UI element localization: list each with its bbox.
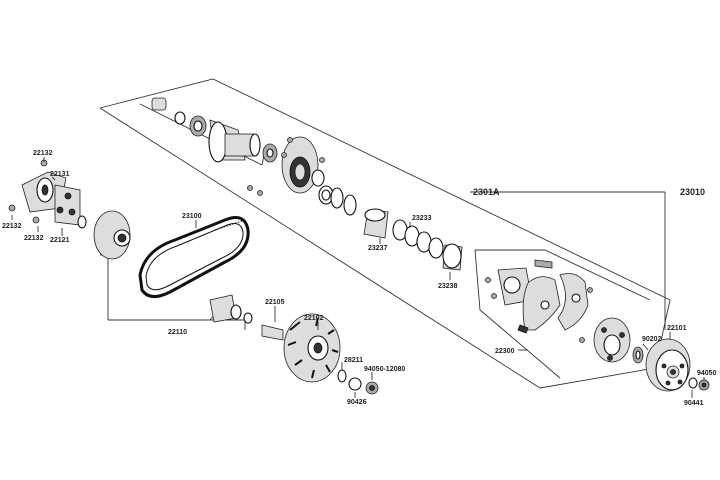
- callout-90441: 90441: [684, 400, 704, 407]
- shaft-collar-part: [261, 324, 284, 341]
- clutch-assembly: [485, 259, 644, 364]
- callout-22132-top: 22132: [33, 150, 53, 157]
- callout-22300: 22300: [495, 348, 515, 355]
- callout-94050: 94050: [697, 370, 717, 377]
- leader-lines: [11, 157, 705, 398]
- callout-23010: 23010: [680, 187, 705, 197]
- callout-23233: 23233: [412, 215, 432, 222]
- callout-22131: 22131: [50, 171, 70, 178]
- collar-part: [151, 97, 167, 111]
- callout-22105: 22105: [265, 299, 285, 306]
- callout-22102: 22102: [304, 315, 324, 322]
- part-callouts: 23010 2301A 22132 22131 22132 22132 2212…: [2, 150, 717, 407]
- callout-22121: 22121: [50, 237, 70, 244]
- callout-23100: 23100: [182, 213, 202, 220]
- callout-22101: 22101: [667, 325, 687, 332]
- callout-22132-left: 22132: [2, 223, 22, 230]
- clutch-bell-part: [645, 338, 710, 392]
- variator-parts: [8, 159, 131, 260]
- callout-90426: 90426: [347, 399, 367, 406]
- callout-90202: 90202: [642, 336, 662, 343]
- bolt-part: [287, 137, 293, 143]
- washer-90441-part: [688, 377, 698, 389]
- drive-pulley-parts: [209, 294, 379, 395]
- drive-belt: [138, 216, 250, 298]
- callout-22110: 22110: [168, 329, 187, 336]
- washer-part: [174, 111, 186, 125]
- callout-23237: 23237: [368, 245, 388, 252]
- callout-28211: 28211: [344, 357, 363, 364]
- drive-shaft-parts: [151, 97, 357, 216]
- clutch-sleeve-parts: [363, 208, 463, 271]
- callout-94050-12080: 94050-12080: [364, 366, 405, 373]
- callout-23238: 23238: [438, 283, 458, 290]
- roller-weight-part: [54, 184, 81, 226]
- callout-22132-bottom: 22132: [24, 235, 44, 242]
- callout-2301A: 2301A: [473, 187, 500, 197]
